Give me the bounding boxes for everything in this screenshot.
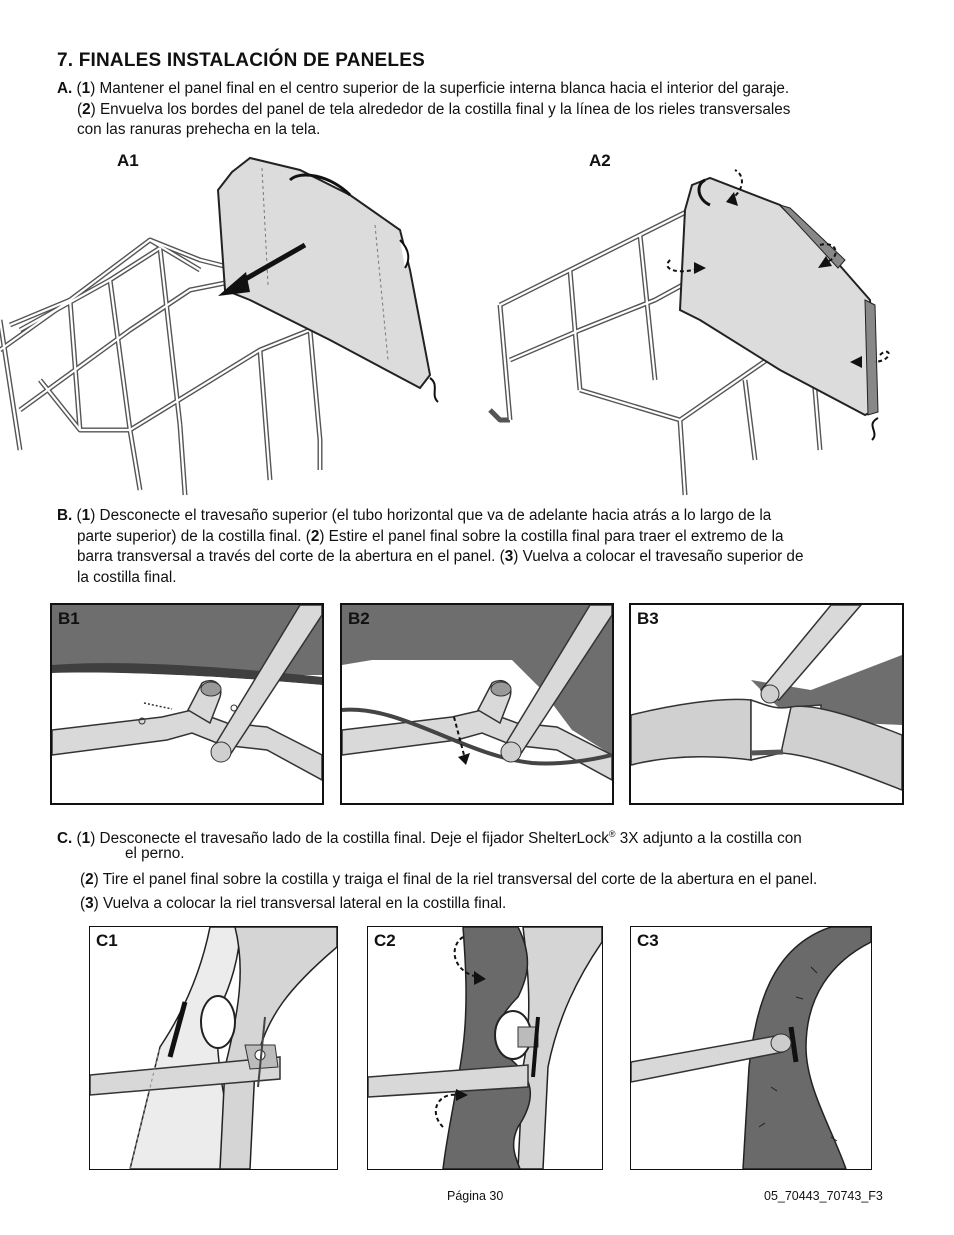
step-a-text: A. (1) Mantener el panel final en el cen… [57,79,927,141]
step-b-text: B. (1) Desconecte el travesaño superior … [57,506,927,588]
figure-label-b2: B2 [348,609,370,628]
figure-label-c2: C2 [374,931,396,950]
step-c-line2: ) Tire el panel final sobre la costilla … [93,871,818,889]
figure-a2-illustration [488,169,890,496]
step-b-line3a: barra transversal a través del corte de … [77,548,505,565]
panel-b2: B2 [340,603,614,805]
step-a-line3: con las ranuras prehecha en la tela. [77,121,321,138]
figure-c1-illustration [90,927,337,1169]
panel-c3: C3 [630,926,872,1170]
step-a-line2: ) Envuelva los bordes del panel de tela … [90,100,791,118]
panel-b3: B3 [629,603,904,805]
step-b-line4: la costilla final. [77,568,177,586]
figure-b2-illustration [342,605,612,803]
figure-label-a1: A1 [117,151,139,170]
figure-label-b3: B3 [637,609,659,628]
registered-mark: ® [608,829,616,839]
panel-c1: C1 [89,926,338,1170]
figure-b1-illustration [52,605,322,803]
page-number: Página 30 [447,1189,504,1203]
figure-label-a2: A2 [589,151,611,170]
step-c-n3: 3 [85,894,94,912]
step-c-letter: C. [57,830,73,848]
document-code: 05_70443_70743_F3 [764,1189,883,1203]
figure-label-b1: B1 [58,609,80,628]
figure-c3-illustration [631,927,871,1169]
step-b-n2: 2 [310,527,320,545]
figure-b3-illustration [631,605,902,803]
step-c-line3: ) Vuelva a colocar la riel transversal l… [93,894,507,912]
figure-label-c3: C3 [637,931,659,950]
step-c-line1a: ) Desconecte el travesaño lado de la cos… [90,830,609,848]
step-a-line1: ) Mantener el panel final en el centro s… [90,80,790,97]
panel-c2: C2 [367,926,603,1170]
step-b-line3b: ) Vuelva a colocar el travesaño superior… [513,548,804,565]
step-a-n1: 1 [81,80,91,97]
step-b-line1: ) Desconecte el travesaño superior (el t… [90,507,772,524]
step-a-letter: A. [57,80,73,97]
figure-label-c1: C1 [96,931,118,950]
figure-a1-illustration [0,156,439,496]
step-c-n2: 2 [85,871,94,889]
step-c-line1c: el perno. [125,844,185,862]
step-a-n2: 2 [82,100,91,118]
step-b-letter: B. [57,507,73,524]
step-b-line2a: parte superior) de la costilla final. ( [77,527,311,545]
figure-c2-illustration [368,927,602,1169]
step-c-text: C. (1) Desconecte el travesaño lado de l… [57,824,937,914]
step-b-n3: 3 [504,548,514,565]
panel-b1: B1 [50,603,324,805]
step-b-paren: ( [72,507,82,524]
step-b-n1: 1 [81,507,91,524]
step-c-line1b: 3X adjunto a la costilla con [615,830,802,848]
step-b-line2b: ) Estire el panel final sobre la costill… [319,527,784,545]
step-c-n1: 1 [81,830,91,848]
section-title: 7. FINALES INSTALACIÓN DE PANELES [57,50,425,71]
